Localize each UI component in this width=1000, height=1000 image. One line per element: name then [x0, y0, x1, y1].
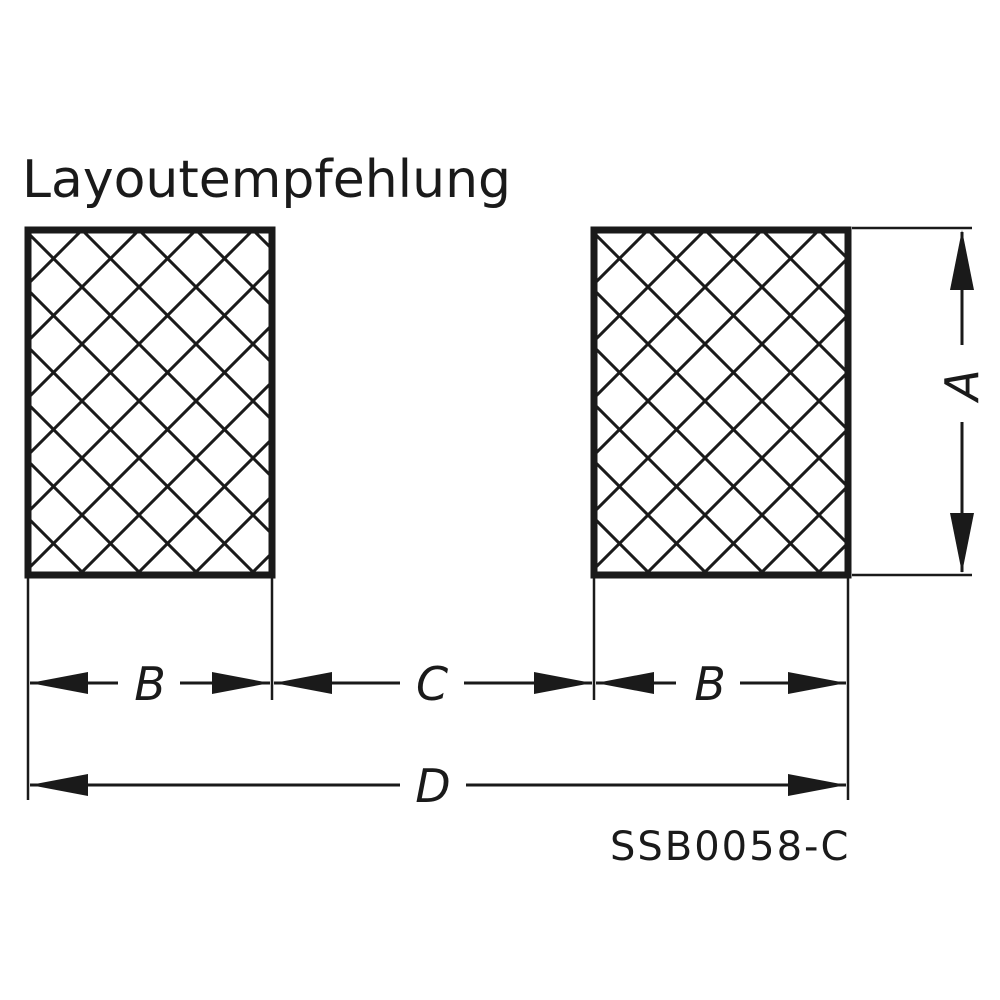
dimension-c-label: C — [416, 657, 448, 711]
hatch-line — [0, 230, 591, 829]
hatch-line — [28, 230, 198, 401]
hatch-line — [28, 515, 88, 575]
hatch-line — [0, 230, 25, 819]
hatch-line — [594, 230, 764, 401]
dimension-b-left-label: B — [134, 657, 166, 711]
hatch-line — [594, 255, 848, 515]
dimension-c-arrow-end — [534, 672, 592, 694]
hatch-line — [28, 230, 255, 458]
dimension-a: A — [935, 230, 989, 573]
dimension-b-left-arrow-end — [212, 672, 270, 694]
hatch-line — [247, 550, 272, 575]
right-pad-hatching — [0, 230, 1000, 829]
hatch-line — [28, 230, 272, 480]
hatch-line — [28, 265, 272, 515]
dimension-b-left-arrow-start — [30, 672, 88, 694]
hatch-line — [28, 572, 31, 575]
hatch-line — [594, 287, 848, 547]
dimension-row-bcb: B C B — [30, 657, 846, 711]
hatch-line — [703, 230, 848, 376]
dimension-c-arrow-start — [274, 672, 332, 694]
hatch-line — [481, 230, 1000, 819]
extension-lines — [26, 226, 972, 800]
left-pad-outline — [24, 226, 276, 579]
hatch-line — [594, 230, 707, 344]
dimension-d-arrow-start — [30, 774, 88, 796]
hatch-line — [594, 401, 768, 575]
dimension-b-right-arrow-start — [596, 672, 654, 694]
dimension-b-right-label: B — [694, 657, 726, 711]
hatch-line — [756, 483, 848, 575]
dimension-d-arrow-end — [788, 774, 846, 796]
hatch-line — [594, 572, 597, 575]
right-pad-outline — [590, 226, 852, 579]
hatch-line — [28, 287, 272, 537]
hatch-line — [424, 230, 1000, 819]
hatch-line — [990, 230, 1000, 829]
hatch-line — [28, 230, 84, 287]
hatch-line — [594, 458, 711, 575]
dimension-d: D — [30, 759, 846, 813]
dimension-a-label: A — [935, 369, 989, 403]
hatch-line — [367, 230, 956, 819]
hatch-line — [813, 540, 848, 575]
hatch-line — [646, 230, 848, 433]
hatch-line — [28, 344, 259, 575]
hatch-line — [594, 312, 848, 572]
hatch-line — [594, 230, 848, 490]
hatch-line — [133, 436, 272, 575]
hatch-line — [594, 515, 654, 575]
dimension-a-top-arrow — [950, 230, 974, 290]
left-pad — [0, 226, 1000, 819]
hatch-line — [137, 230, 272, 366]
hatch-line — [190, 493, 272, 575]
hatch-line — [76, 379, 272, 575]
dimension-b-right-arrow-end — [788, 672, 846, 694]
hatch-line — [594, 344, 825, 575]
hatch-line — [699, 426, 848, 575]
hatch-line — [28, 401, 202, 575]
dimension-d-label: D — [415, 759, 450, 813]
hatch-line — [876, 230, 1000, 829]
hatch-line — [80, 230, 272, 423]
hatch-line — [28, 230, 141, 344]
hatch-line — [594, 230, 650, 287]
hatch-line — [28, 458, 145, 575]
right-pad — [0, 226, 1000, 829]
diagram-title: Layoutempfehlung — [22, 150, 511, 210]
hatch-line — [594, 230, 821, 458]
hatch-line — [538, 230, 1000, 819]
dimension-a-bottom-arrow — [950, 513, 974, 573]
drawing-code: SSB0058-C — [610, 824, 850, 870]
hatch-line — [642, 369, 848, 575]
